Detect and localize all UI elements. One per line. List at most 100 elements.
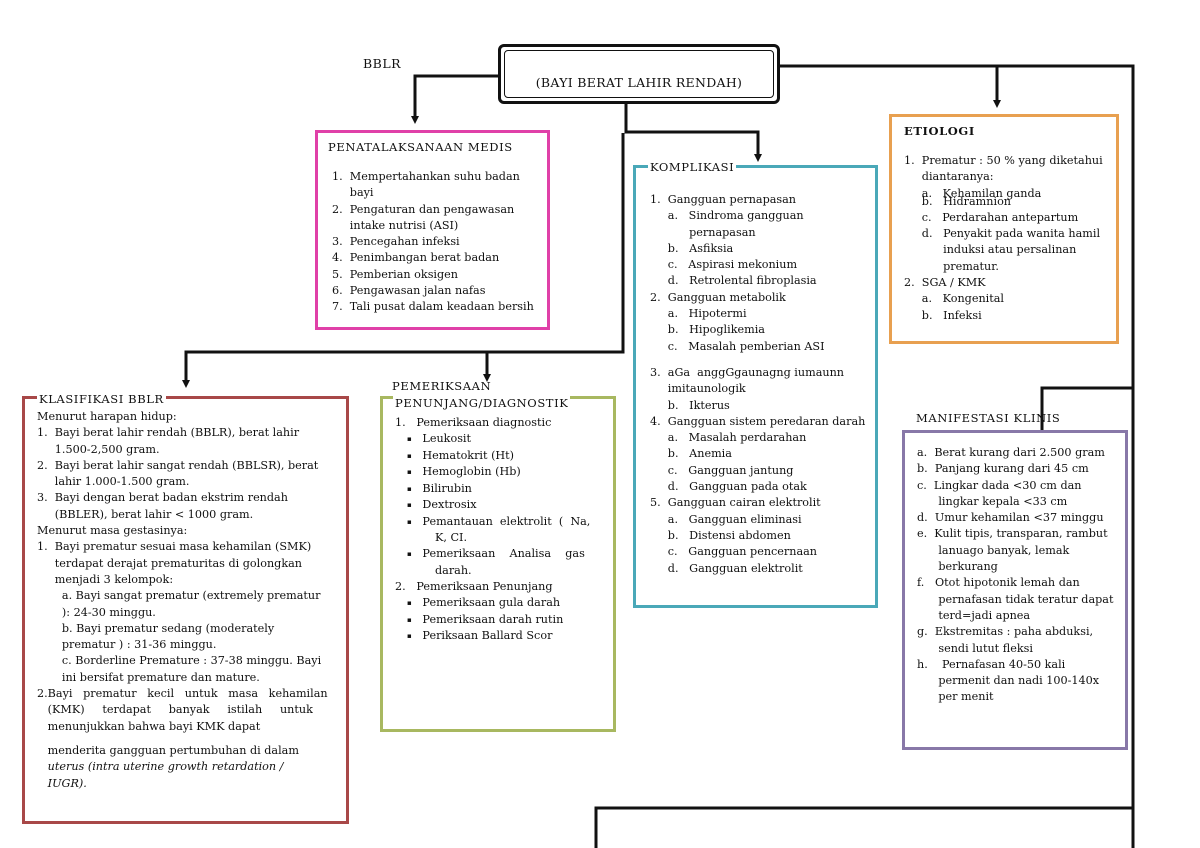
list-item: prematur ) : 31-36 minggu. <box>37 638 217 652</box>
list-item: 1. Bayi berat lahir rendah (BBLR), berat… <box>37 426 300 440</box>
list-item: induksi atau persalinan <box>904 243 1077 257</box>
list-item: b. Hidramnion <box>904 194 1012 208</box>
list-item: ▪ Hematokrit (Ht) <box>395 448 590 464</box>
list-item: b. Anemia <box>650 447 732 461</box>
etiologi-list: 1. Prematur : 50 % yang diketahui dianta… <box>904 153 1103 324</box>
list-item: ▪ Pemantauan elektrolit ( Na, <box>395 514 590 530</box>
list-item: IUGR). <box>37 776 87 790</box>
list-item: ▪ Bilirubin <box>395 481 590 497</box>
pemeriksaan-heading-line2: PENUNJANG/DIAGNOSTIK <box>393 395 571 411</box>
abbr-label: BBLR <box>363 56 402 71</box>
bullet-icon: ▪ <box>407 615 412 624</box>
list-item: 3. Pencegahan infeksi <box>332 235 460 249</box>
list-item: b. Distensi abdomen <box>650 528 791 542</box>
bullet-icon: ▪ <box>407 517 412 526</box>
item-text: Leukosit <box>422 432 472 446</box>
list-item: a. Sindroma gangguan <box>650 209 804 223</box>
item-text: Pemeriksaan gula darah <box>422 596 561 610</box>
list-item: 1. Mempertahankan suhu badan <box>332 170 520 183</box>
list-item: b. Asfiksia <box>650 241 734 255</box>
item-text: Dextrosix <box>422 498 477 512</box>
list-item: 4. Penimbangan berat badan <box>332 251 500 265</box>
list-item: ): 24-30 minggu. <box>37 605 156 619</box>
arrow-to-etiologi <box>780 64 1001 108</box>
list-item: 2. SGA / KMK <box>904 276 986 290</box>
list-item: 2. Gangguan metabolik <box>650 290 786 304</box>
list-item: (KMK) terdapat banyak istilah untuk <box>37 703 313 717</box>
list-item: f. Otot hipotonik lemah dan <box>917 576 1080 590</box>
bullet-icon: ▪ <box>407 501 412 510</box>
list-item: c. Gangguan pencernaan <box>650 545 818 559</box>
list-item: ini bersifat premature dan mature. <box>37 670 260 684</box>
list-item: a. Gangguan eliminasi <box>650 512 802 526</box>
list-item: c. Aspirasi mekonium <box>650 258 798 272</box>
item-text: Bilirubin <box>422 481 472 495</box>
list-item: a. Masalah perdarahan <box>650 431 807 445</box>
arrow-to-komplikasi <box>624 104 762 162</box>
list-item: intake nutrisi (ASI) <box>332 218 459 232</box>
bullet-icon: ▪ <box>407 451 412 460</box>
list-item: 7. Tali pusat dalam keadaan bersih <box>332 300 534 314</box>
bullet-icon: ▪ <box>407 468 412 477</box>
title-inner-border <box>504 50 774 98</box>
list-item: lahir 1.000-1.500 gram. <box>37 475 190 489</box>
list-item: ▪ Pemeriksaan gula darah <box>395 595 590 611</box>
klasifikasi-list: Menurut harapan hidup: 1. Bayi berat lah… <box>37 409 328 792</box>
list-item: d. Penyakit pada wanita hamil <box>904 227 1101 241</box>
list-item: b. Panjang kurang dari 45 cm <box>917 462 1089 476</box>
arrow-to-penatalaksanaan <box>411 74 498 124</box>
list-item: lanuago banyak, lemak <box>917 543 1070 557</box>
list-item: c. Lingkar dada <30 cm dan <box>917 478 1082 492</box>
list-item: 6. Pengawasan jalan nafas <box>332 284 486 298</box>
main-title: (BAYI BERAT LAHIR RENDAH) <box>535 75 743 90</box>
list-item: imitaunologik <box>650 382 746 396</box>
item-text: darah. <box>435 563 472 577</box>
bullet-icon: ▪ <box>407 599 412 608</box>
line-to-manifestasi <box>1040 386 1133 430</box>
bullet-icon: ▪ <box>407 435 412 444</box>
list-item: 2.Bayi prematur kecil untuk masa kehamil… <box>37 687 328 701</box>
item-text: Pemeriksaan darah rutin <box>422 612 564 626</box>
list-item: sendi lutut fleksi <box>917 641 1033 655</box>
list-item: diantaranya: <box>904 170 994 184</box>
list-item: d. Retrolental fibroplasia <box>650 274 817 288</box>
etiologi-heading: ETIOLOGI <box>904 124 975 138</box>
list-item: b. Infeksi <box>904 308 982 322</box>
list-item: e. Kulit tipis, transparan, rambut <box>917 527 1108 541</box>
penatalaksanaan-list: 1. Mempertahankan suhu badan bayi 2. Pen… <box>332 169 534 316</box>
list-item: pernafasan tidak teratur dapat <box>917 592 1114 606</box>
list-item: pernapasan <box>650 225 756 239</box>
etiologi-box: ETIOLOGI 1. Prematur : 50 % yang diketah… <box>889 114 1119 344</box>
list-item: ▪ Hemoglobin (Hb) <box>395 464 590 480</box>
list-item: 3. Bayi dengan berat badan ekstrim renda… <box>37 491 288 505</box>
list-item: 2. Pemeriksaan Penunjang <box>395 580 553 594</box>
list-item: per menit <box>917 690 994 704</box>
pemeriksaan-heading-line1: PEMERIKSAAN <box>392 379 492 393</box>
list-item: a. Berat kurang dari 2.500 gram <box>917 446 1105 459</box>
item-text: Pemantauan elektrolit ( Na, <box>422 514 591 528</box>
list-item: ▪ Pemeriksaan darah rutin <box>395 612 590 628</box>
manifestasi-heading: MANIFESTASI KLINIS <box>916 411 1061 425</box>
list-item: 3. aGa anggGgaunagng iumaunn <box>650 365 844 379</box>
list-item: terd=jadi apnea <box>917 608 1031 622</box>
list-item: 5. Pemberian oksigen <box>332 267 459 281</box>
line-right-main <box>780 64 1135 848</box>
manifestasi-box: a. Berat kurang dari 2.500 gram b. Panja… <box>902 430 1128 750</box>
list-item: prematur. <box>904 259 999 273</box>
list-item: d. Gangguan elektrolit <box>650 561 803 575</box>
list-item: ▪ Periksaan Ballard Scor <box>395 628 590 644</box>
list-item: terdapat derajat prematuritas di golongk… <box>37 556 302 570</box>
list-item: c. Borderline Premature : 37-38 minggu. … <box>37 654 322 668</box>
manifestasi-list: a. Berat kurang dari 2.500 gram b. Panja… <box>917 445 1113 706</box>
item-text: Periksaan Ballard Scor <box>422 629 553 643</box>
list-item: 2. Bayi berat lahir sangat rendah (BBLSR… <box>37 458 319 472</box>
list-item: darah. <box>395 563 590 579</box>
item-text: K, CI. <box>435 531 468 545</box>
list-item: c. Perdarahan antepartum <box>904 210 1079 224</box>
list-item: b. Bayi prematur sedang (moderately <box>37 621 275 635</box>
list-item: d. Umur kehamilan <37 minggu <box>917 511 1104 525</box>
list-item: permenit dan nadi 100-140x <box>917 674 1100 688</box>
bullet-icon: ▪ <box>407 550 412 559</box>
komplikasi-list: 1. Gangguan pernapasan a. Sindroma gangg… <box>650 192 865 577</box>
